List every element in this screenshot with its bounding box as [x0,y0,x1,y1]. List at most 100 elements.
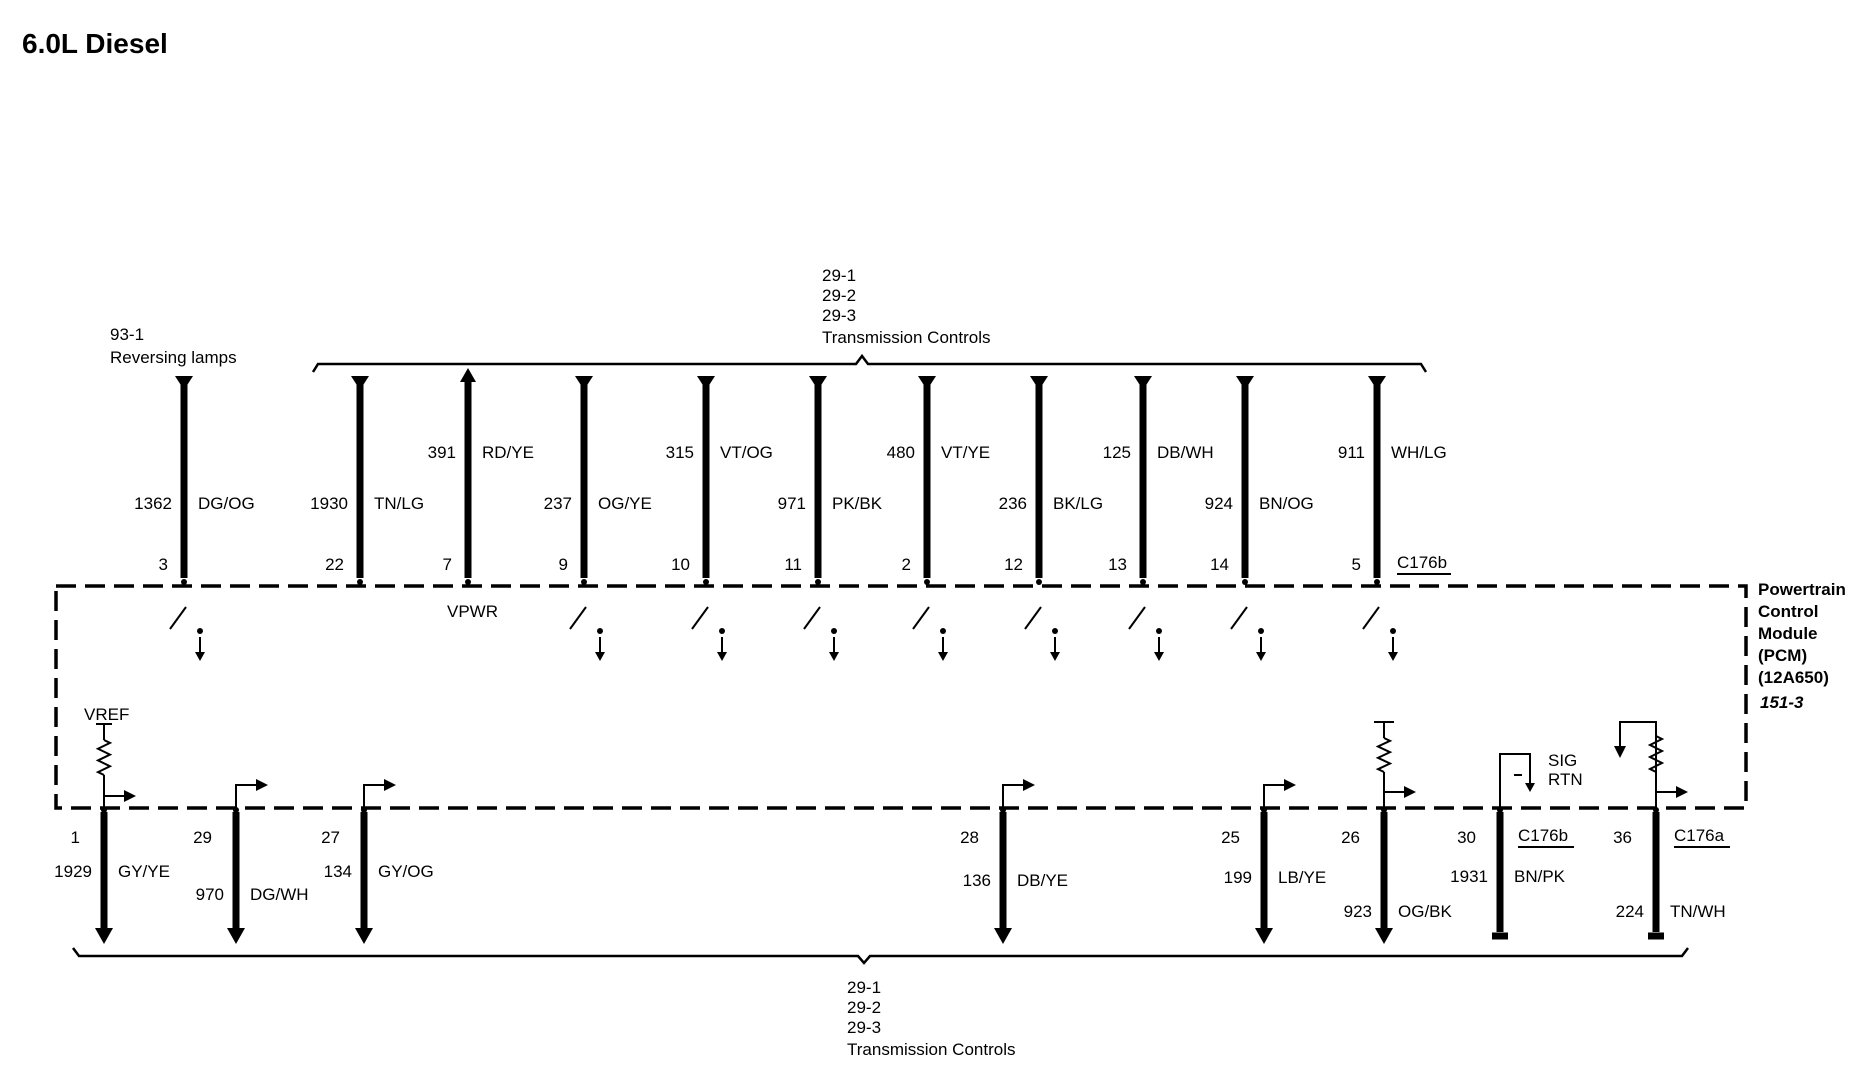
circuit-number-971: 971 [778,494,806,513]
arrow-in-480 [918,376,936,390]
flag-icon-36 [1676,786,1688,798]
switch-blade-9 [569,606,587,630]
bottom-group-brace [72,947,1689,965]
sigrtn-lead [1499,753,1531,812]
pin-number-27: 27 [321,828,340,847]
top-group-ref-3: 29-3 [822,306,856,325]
wire-color-1930: TN/LG [374,494,424,513]
arrow-in-1362 [175,376,193,390]
wire-color-911: WH/LG [1391,443,1447,462]
pin-dot-7 [465,579,471,585]
pcm-module-outline [54,584,1748,810]
wire-color-970: DG/WH [250,885,309,904]
bottom-group-ref-1: 29-1 [847,978,881,997]
pin-dot-10 [703,579,709,585]
ground-icon-5 [1388,652,1398,661]
vref-flag-lead [103,775,126,812]
switch-blade-14 [1230,606,1248,630]
wire-color-237: OG/YE [598,494,652,513]
reversing-lamps-label: Reversing lamps [110,348,237,367]
switch-contact-5 [1390,628,1396,634]
pcm-page-ref: 151-3 [1760,693,1804,712]
flag-icon-29 [256,779,268,791]
circuit-number-480: 480 [887,443,915,462]
ground-icon-12 [1050,652,1060,661]
pullup-flag-lead [1383,772,1406,812]
flag-lead-29 [235,784,258,812]
switch-blade-11 [803,606,821,630]
flag-icon-27 [384,779,396,791]
flag-icon-pullup [1404,786,1416,798]
circuit-number-236: 236 [999,494,1027,513]
pin-number-1: 1 [71,828,80,847]
pin-number-10: 10 [671,555,690,574]
pin-number-2: 2 [902,555,911,574]
wire-color-236: BK/LG [1053,494,1103,513]
top-group-ref-1: 29-1 [822,266,856,285]
connector-label-C176b: C176b [1518,826,1568,845]
circuit-number-923: 923 [1344,902,1372,921]
pin-dot-3 [181,579,187,585]
ground-icon-36 [1614,746,1626,758]
pin-number-14: 14 [1210,555,1229,574]
pin-number-9: 9 [559,555,568,574]
reversing-lamps-ref: 93-1 [110,325,144,344]
circuit-number-1362: 1362 [134,494,172,513]
pin-dot-2 [924,579,930,585]
switch-contact-3 [197,628,203,634]
flag-icon-28 [1023,779,1035,791]
arrow-in-971 [809,376,827,390]
circuit-number-315: 315 [666,443,694,462]
circuit-number-1929: 1929 [54,862,92,881]
wire-color-125: DB/WH [1157,443,1214,462]
arrow-down-136 [994,928,1012,944]
pin-dot-22 [357,579,363,585]
arrow-in-236 [1030,376,1048,390]
arrow-down-1929 [95,928,113,944]
arrow-in-1930 [351,376,369,390]
switch-blade-12 [1024,606,1042,630]
switch-contact-2 [940,628,946,634]
pcm-module-label: Powertrain Control Module (PCM) (12A650)… [1758,580,1846,712]
wire-color-971: PK/BK [832,494,883,513]
pin-number-3: 3 [159,555,168,574]
top-group-brace [311,353,1428,373]
ground-icon-14 [1256,652,1266,661]
flag-icon-25 [1284,779,1296,791]
pin-number-7: 7 [443,555,452,574]
pin-number-36: 36 [1613,828,1632,847]
pin-number-12: 12 [1004,555,1023,574]
switch-blade-13 [1128,606,1146,630]
switch-contact-11 [831,628,837,634]
ground-icon-9 [595,652,605,661]
pin-dot-11 [815,579,821,585]
top-group-ref-2: 29-2 [822,286,856,305]
resistor-icon-ground [1647,735,1665,773]
ground-icon-13 [1154,652,1164,661]
pin-dot-13 [1140,579,1146,585]
pcm-label-line-2: Control [1758,602,1818,621]
circuit-number-237: 237 [544,494,572,513]
bottom-group-label: Transmission Controls [847,1040,1015,1059]
pcm-label-line-4: (PCM) [1758,646,1807,665]
switch-blade-2 [912,606,930,630]
circuit-number-1931: 1931 [1450,867,1488,886]
pin-number-30: 30 [1457,828,1476,847]
pcm-label-line-5: (12A650) [1758,668,1829,687]
arrow-in-237 [575,376,593,390]
pin-number-13: 13 [1108,555,1127,574]
switch-blade-5 [1362,606,1380,630]
arrow-out-391 [460,368,476,382]
pin-dot-9 [581,579,587,585]
wire-color-480: VT/YE [941,443,990,462]
connector-label-C176a: C176a [1674,826,1725,845]
arrow-in-125 [1134,376,1152,390]
switch-contact-9 [597,628,603,634]
flag-icon-vref [124,790,136,802]
wire-color-1929: GY/YE [118,862,170,881]
ground-loop [1619,721,1657,748]
pin-number-5: 5 [1352,555,1361,574]
arrow-down-134 [355,928,373,944]
bottom-group-ref-2: 29-2 [847,998,881,1017]
